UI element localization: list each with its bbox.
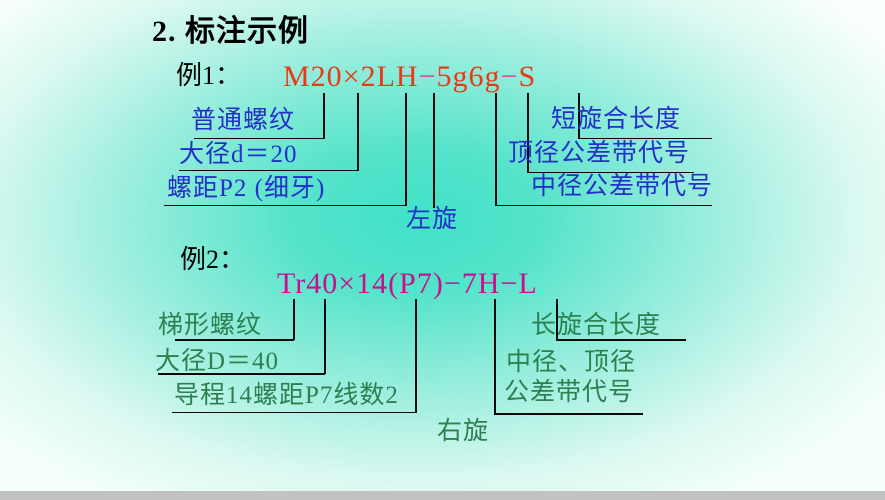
connector-line bbox=[433, 93, 435, 208]
label-thread-type-2: 梯形螺纹 bbox=[158, 312, 263, 339]
connector-line bbox=[494, 299, 496, 414]
label-tolerance-line2: 公差带代号 bbox=[504, 379, 635, 406]
connector-line bbox=[179, 169, 358, 171]
connector-line bbox=[527, 93, 529, 173]
connector-line bbox=[495, 204, 712, 206]
connector-line bbox=[556, 299, 558, 340]
connector-line bbox=[556, 339, 686, 341]
connector-line bbox=[175, 339, 294, 341]
connector-line bbox=[357, 93, 359, 171]
label-long-engagement: 长旋合长度 bbox=[531, 312, 662, 339]
connector-line bbox=[405, 93, 407, 206]
connector-line bbox=[293, 299, 295, 340]
connector-line bbox=[578, 137, 712, 139]
label-crest-tolerance: 顶径公差带代号 bbox=[508, 140, 691, 167]
label-tolerance-line1: 中径、顶径 bbox=[506, 349, 637, 376]
label-hand-left: 左旋 bbox=[406, 206, 459, 233]
label-pitch-tolerance: 中径公差带代号 bbox=[531, 173, 714, 200]
connector-line bbox=[527, 171, 694, 173]
connector-line bbox=[194, 137, 324, 139]
label-lead-pitch-starts: 导程14螺距P7线数2 bbox=[174, 382, 399, 409]
example2-formula: Tr40×14(P7)−7H−L bbox=[277, 267, 538, 300]
bottom-bar bbox=[0, 491, 885, 500]
label-pitch-1: 螺距P2 (细牙) bbox=[167, 175, 326, 202]
example1-formula: M20×2LH−5g6g−S bbox=[283, 61, 536, 93]
formula1-thread-code: M20×2LH bbox=[283, 60, 419, 93]
connector-line bbox=[323, 93, 325, 139]
formula1-engagement: S bbox=[518, 60, 537, 93]
connector-line bbox=[494, 413, 643, 415]
connector-line bbox=[164, 204, 406, 206]
example1-label: 例1： bbox=[176, 61, 242, 90]
page-title: 2. 标注示例 bbox=[152, 15, 309, 48]
connector-line bbox=[172, 411, 416, 413]
label-thread-type-1: 普通螺纹 bbox=[191, 107, 296, 134]
label-short-engagement: 短旋合长度 bbox=[551, 106, 682, 133]
connector-line bbox=[578, 93, 580, 139]
formula1-dash2: − bbox=[500, 60, 519, 93]
connector-line bbox=[415, 299, 417, 413]
example2-label: 例2： bbox=[180, 245, 246, 274]
formula1-tolerance: 5g6g bbox=[436, 60, 501, 93]
connector-line bbox=[495, 93, 497, 206]
label-major-diameter-1: 大径d＝20 bbox=[179, 141, 298, 168]
formula1-dash1: − bbox=[418, 60, 437, 93]
connector-line bbox=[158, 373, 325, 375]
label-hand-right: 右旋 bbox=[437, 418, 490, 445]
label-major-diameter-2: 大径D＝40 bbox=[155, 348, 280, 375]
connector-line bbox=[324, 299, 326, 374]
